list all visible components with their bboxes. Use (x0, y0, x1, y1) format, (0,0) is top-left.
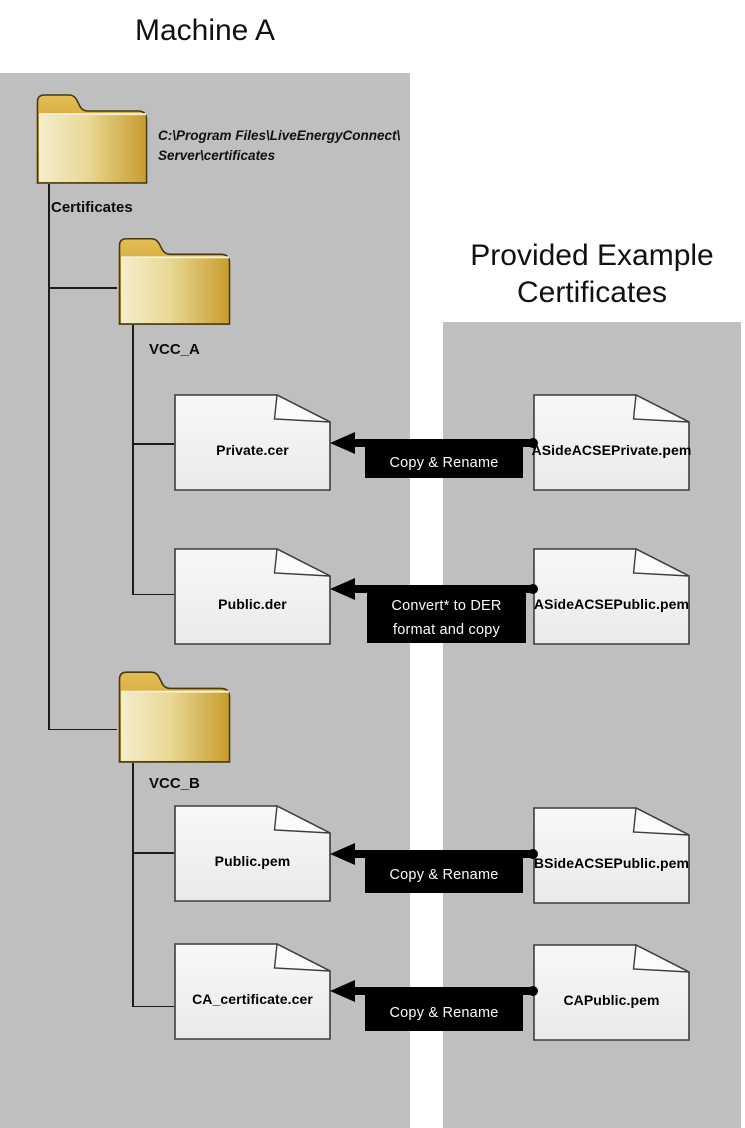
arrow1-label: Copy & Rename (365, 447, 523, 478)
provided-title-line2: Certificates (516, 276, 668, 309)
file-aside-acse-private-pem: ASideACSEPrivate.pem (531, 394, 692, 491)
vcc-b-folder-label: VCC_B (149, 775, 200, 792)
tree-line-branch-ca-certificate (132, 1005, 174, 1007)
file-public-pem-label: Public.pem (214, 852, 291, 869)
tree-line-branch-vccb (48, 728, 117, 730)
tree-line-branch-public-pem (132, 852, 174, 854)
file-public-der: Public.der (174, 548, 331, 645)
file-private-cer: Private.cer (174, 394, 331, 491)
arrow2-endpoint-dot (528, 584, 538, 594)
certificates-folder-path: C:\Program Files\LiveEnergyConnect\ Serv… (158, 126, 400, 166)
certificates-folder-label: Certificates (51, 199, 133, 216)
arrow3-endpoint-dot (528, 849, 538, 859)
arrow1-shaft (353, 439, 533, 447)
tree-line-branch-vcca (48, 287, 117, 289)
machine-a-title: Machine A (134, 14, 276, 47)
arrow4-label: Copy & Rename (365, 994, 523, 1031)
provided-title-line1: Provided Example (470, 239, 714, 272)
vcc-b-folder-icon (117, 665, 233, 769)
path-line2: Server\certificates (158, 148, 276, 163)
tree-line-root-vertical (48, 184, 50, 730)
file-public-pem: Public.pem (174, 805, 331, 902)
arrow4-endpoint-dot (528, 986, 538, 996)
file-aside-acse-public-pem-label: ASideACSEPublic.pem (533, 595, 690, 612)
vcc-a-folder-icon (117, 232, 233, 331)
arrow3-head-icon (330, 842, 355, 865)
tree-line-branch-public-der (132, 593, 174, 595)
vcc-a-folder-label: VCC_A (149, 341, 200, 358)
file-public-der-label: Public.der (218, 595, 287, 612)
file-bside-acse-public-pem-label: BSideACSEPublic.pem (533, 854, 690, 871)
file-aside-acse-public-pem: ASideACSEPublic.pem (533, 548, 690, 645)
arrow2-shaft (353, 585, 533, 593)
tree-line-branch-private-cer (132, 443, 174, 445)
arrow4-head-icon (330, 979, 355, 1002)
arrow2-head-icon (330, 577, 355, 600)
arrow2-label: Convert* to DER format and copy (367, 592, 526, 643)
arrow3-shaft (353, 850, 533, 858)
file-ca-certificate-cer-label: CA_certificate.cer (192, 990, 313, 1007)
file-bside-acse-public-pem: BSideACSEPublic.pem (533, 807, 690, 904)
path-line1: C:\Program Files\LiveEnergyConnect\ (158, 128, 401, 143)
arrow1-head-icon (330, 431, 355, 454)
tree-line-vccb-vertical (132, 763, 134, 1007)
file-aside-acse-private-pem-label: ASideACSEPrivate.pem (531, 441, 692, 458)
arrow3-label: Copy & Rename (365, 856, 523, 893)
arrow4-shaft (353, 987, 533, 995)
file-ca-public-pem: CAPublic.pem (533, 944, 690, 1041)
file-ca-certificate-cer: CA_certificate.cer (174, 943, 331, 1040)
arrow1-endpoint-dot (528, 438, 538, 448)
tree-line-vcca-vertical (132, 325, 134, 595)
certificates-folder-icon (35, 88, 150, 190)
provided-certificates-title: Provided Example Certificates (443, 237, 741, 311)
file-private-cer-label: Private.cer (216, 441, 289, 458)
file-ca-public-pem-label: CAPublic.pem (563, 991, 660, 1008)
